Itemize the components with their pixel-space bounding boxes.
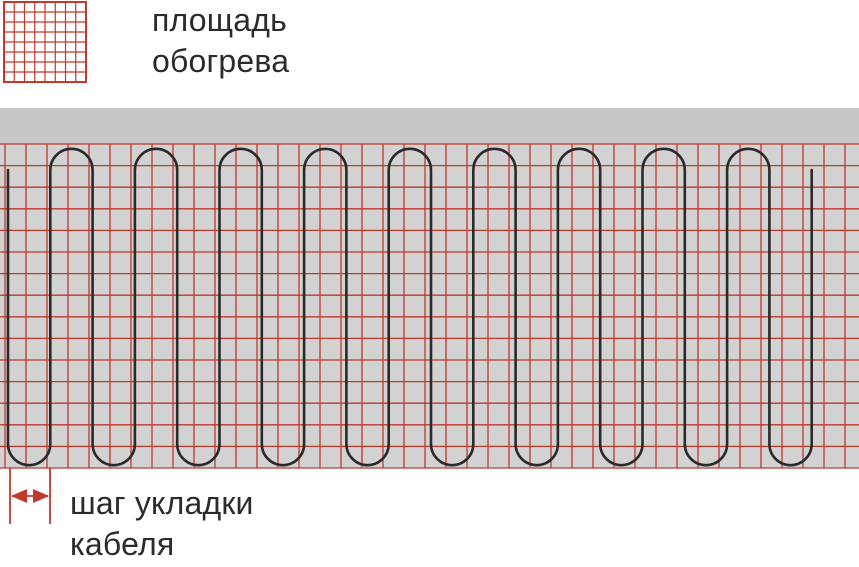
heating-area-legend-swatch (3, 1, 87, 83)
heating-mat (0, 144, 859, 468)
step-arrow-right (33, 489, 49, 503)
cable-step-label-line1: шаг укладки (70, 485, 254, 521)
floor-band (0, 108, 859, 144)
cable-step-label-line2: кабеля (70, 526, 175, 562)
heating-cable (6, 147, 813, 467)
legend-swatch-grid (4, 2, 86, 82)
step-arrow-left (11, 489, 27, 503)
heating-area-label-line1: площадь (152, 2, 288, 38)
heating-mat-grid (0, 143, 859, 469)
heating-area-label-line2: обогрева (152, 43, 290, 79)
legend-swatch-border (3, 1, 87, 83)
cable-step-label: шаг укладки кабеля (70, 483, 254, 565)
heating-area-label: площадь обогрева (152, 0, 289, 82)
cable-step-marker (9, 468, 51, 524)
